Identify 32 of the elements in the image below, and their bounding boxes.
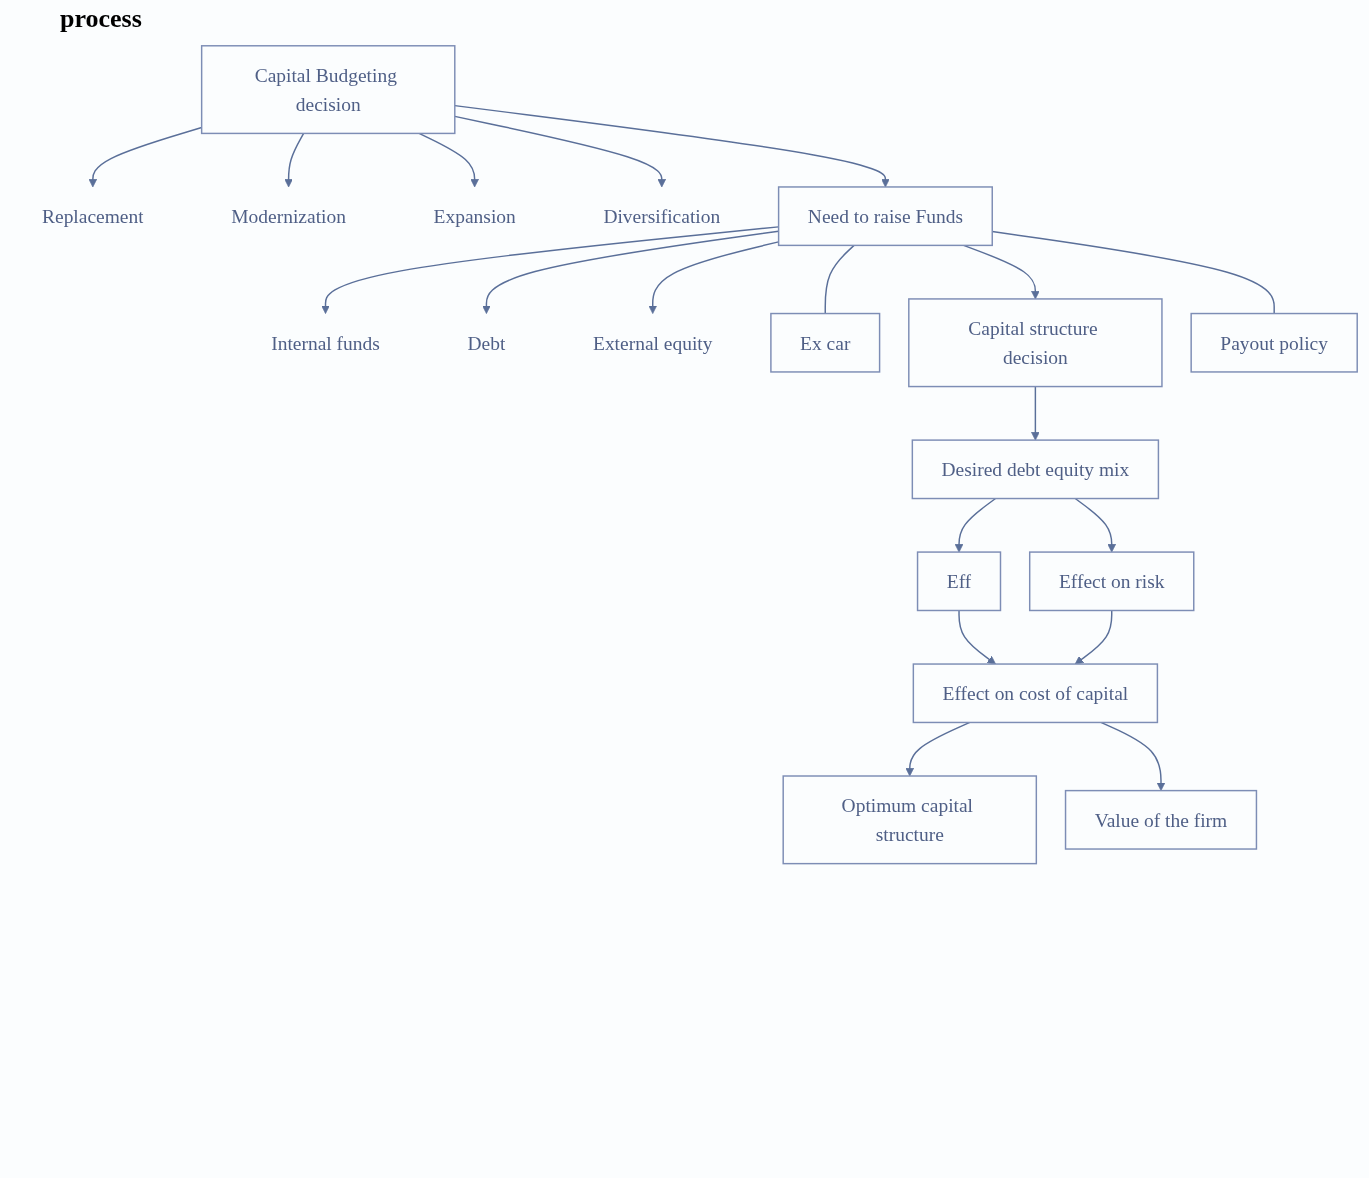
node-box: Need to raise Funds <box>777 186 993 247</box>
arrow <box>954 497 996 553</box>
arrow <box>320 226 779 314</box>
node-box: Effect on risk <box>1028 551 1194 612</box>
arrow <box>647 241 779 314</box>
node-text: Diversification <box>602 205 720 227</box>
node-box: Payout policy <box>1189 312 1358 373</box>
arrow <box>481 230 779 314</box>
node-box: Capital Budgeting decision <box>200 45 456 135</box>
node-box: Optimum capital structure <box>781 775 1037 865</box>
node-box: Desired debt equity mix <box>911 439 1159 500</box>
arrow <box>1030 385 1040 441</box>
arrow <box>1074 497 1116 553</box>
connector <box>824 244 855 315</box>
arrow <box>1074 609 1112 665</box>
node-text: Debt <box>467 332 505 354</box>
diagram-title: process <box>60 4 143 34</box>
node-box: Eff <box>916 551 1001 612</box>
arrow <box>88 126 202 188</box>
node-text: Modernization <box>230 205 346 227</box>
arrow <box>957 609 996 665</box>
node-text: Replacement <box>41 205 144 227</box>
node-box: Effect on cost of capital <box>912 663 1158 724</box>
node-box: Ex car <box>769 312 880 373</box>
arrow <box>905 721 971 777</box>
node-text: External equity <box>592 332 712 354</box>
connector <box>991 230 1275 315</box>
arrow <box>283 132 304 188</box>
node-box: Capital structure decision <box>907 298 1163 388</box>
node-text: Internal funds <box>270 332 380 354</box>
node-text: Expansion <box>433 205 516 227</box>
node-box: Value of the firm <box>1064 789 1257 850</box>
